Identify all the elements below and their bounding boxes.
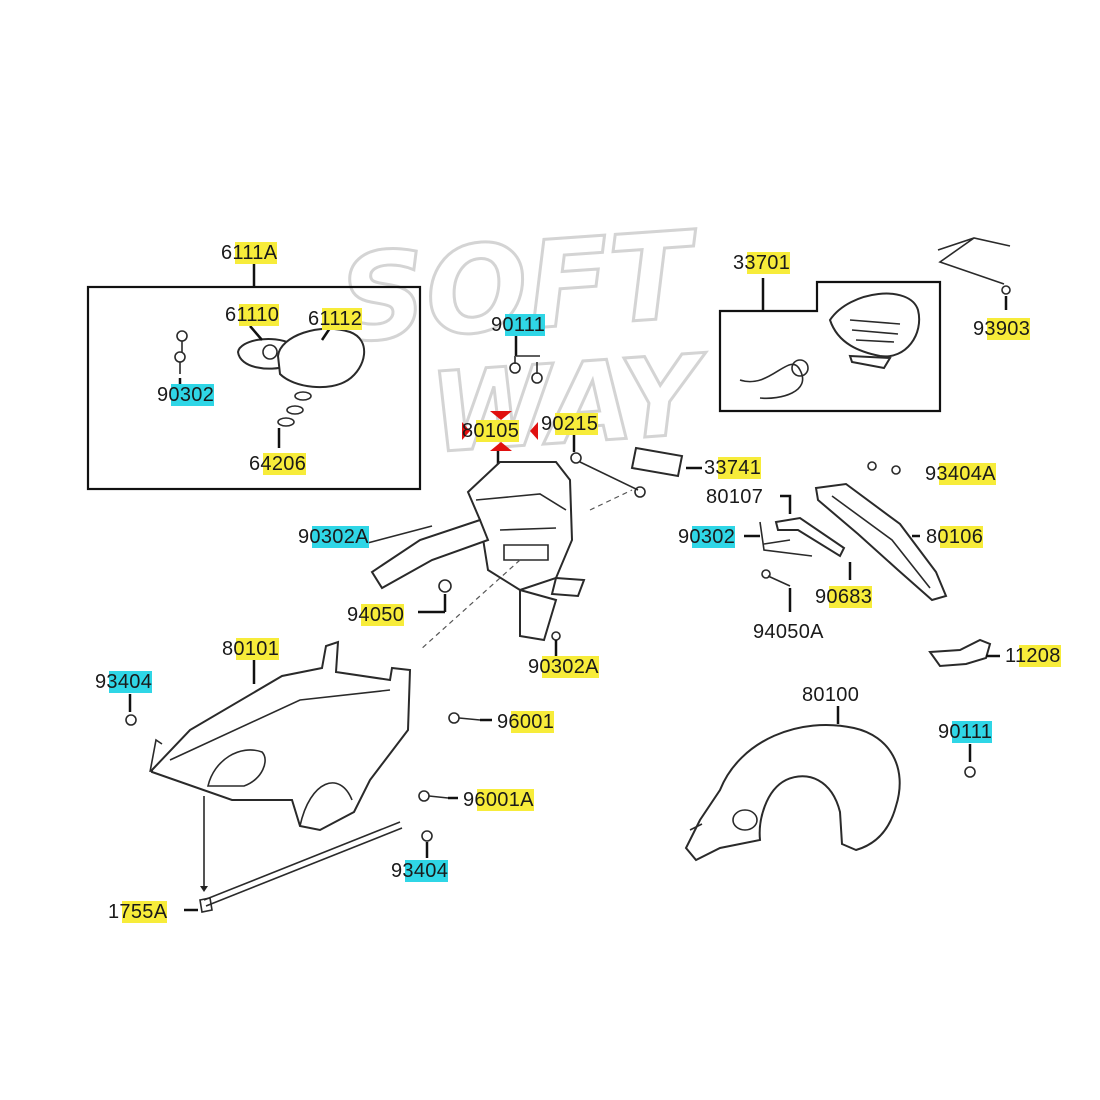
rod-90215 (570, 432, 646, 498)
taillight-33701 (718, 278, 942, 413)
kit-6111a (86, 262, 422, 491)
label-96001: 96001 (497, 711, 555, 733)
label-80106: 80106 (926, 526, 984, 548)
label-90215: 90215 (541, 413, 599, 435)
cable-1755a (184, 796, 403, 913)
label-94050a: 94050A (753, 621, 824, 643)
screw-90111-right (964, 744, 976, 778)
label-6111a: 6111A (221, 242, 278, 264)
bracket-80105 (359, 411, 633, 651)
undertray-80101 (149, 640, 412, 832)
label-94050: 94050 (347, 604, 405, 626)
label-90302a-left: 90302A (298, 526, 369, 548)
label-93404-left: 93404 (95, 671, 153, 693)
label-80107: 80107 (706, 486, 764, 508)
label-61112: 61112 (308, 308, 363, 330)
watermark-soft: SOFT (335, 206, 704, 370)
label-80105: 80105 (462, 420, 520, 442)
watermark: SOFT WAY (333, 205, 714, 479)
label-33701: 33701 (733, 252, 791, 274)
label-90302-right: 90302 (678, 526, 736, 548)
clip-11208 (928, 638, 1000, 668)
label-96001a: 96001A (463, 789, 534, 811)
label-1755a: 1755A (108, 901, 168, 923)
cable-93903 (937, 237, 1011, 310)
bolt-93404-left (125, 694, 137, 726)
label-33741: 33741 (704, 457, 762, 479)
label-61110: 61110 (225, 304, 280, 326)
label-11208: 11208 (1005, 645, 1061, 667)
label-93903: 93903 (973, 318, 1031, 340)
label-80101: 80101 (222, 638, 280, 660)
bolts-90111 (509, 336, 543, 384)
label-90683: 90683 (815, 586, 873, 608)
plate-33741 (630, 446, 702, 478)
label-90111-right: 90111 (938, 721, 993, 743)
label-93404-bottom: 93404 (391, 860, 449, 882)
fender-80100 (684, 706, 901, 862)
label-90302a-bottom: 90302A (528, 656, 599, 678)
bolts-96001 (418, 712, 492, 858)
label-90111-top: 90111 (491, 314, 546, 336)
label-64206: 64206 (249, 453, 307, 475)
label-80100: 80100 (802, 684, 860, 706)
reflector-80106 (744, 461, 948, 612)
label-93404a: 93404A (925, 463, 996, 485)
bolt-90302a-bottom (551, 631, 561, 656)
label-90302-kit: 90302 (157, 384, 215, 406)
nut-94050 (418, 579, 452, 614)
